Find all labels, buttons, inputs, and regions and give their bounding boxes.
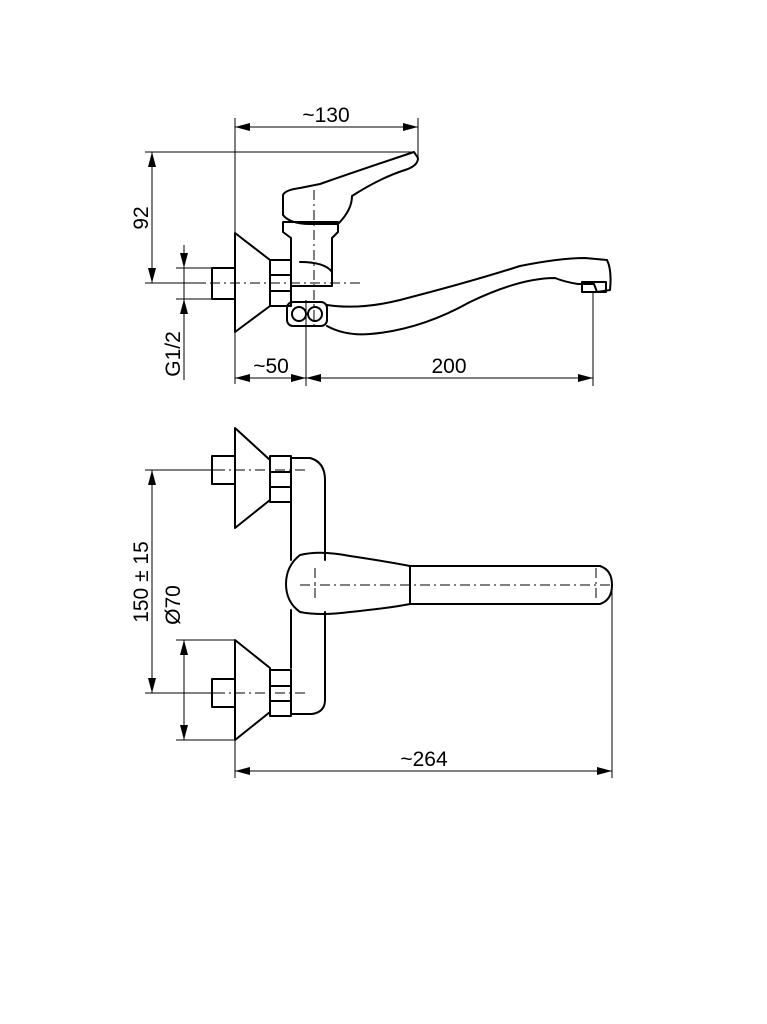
upper-wall-flange [234, 427, 271, 529]
dim-flange-dia: Ø70 [162, 585, 185, 625]
dim-offset: ~50 [253, 355, 289, 378]
side-elevation-view: ~130 92 G1/2 ~50 200 [130, 104, 612, 386]
upper-hex-nut [269, 455, 292, 503]
dim-top-width: ~130 [302, 104, 349, 127]
lever-plan [285, 551, 613, 615]
lower-wall-flange [234, 639, 271, 741]
dim-thread: G1/2 [162, 331, 185, 377]
spout [326, 257, 612, 336]
swivel-union [286, 301, 328, 327]
plan-view: 150 ± 15 Ø70 ~264 [130, 427, 613, 778]
dim-top-height: 92 [130, 206, 153, 229]
dim-centers: 150 ± 15 [130, 541, 153, 623]
lever-handle [282, 151, 419, 225]
dim-spout-reach: 200 [431, 355, 466, 378]
dim-total-length: ~264 [400, 748, 448, 771]
mixer-body [290, 457, 326, 715]
aerator [581, 281, 607, 293]
valve-body [282, 221, 339, 287]
